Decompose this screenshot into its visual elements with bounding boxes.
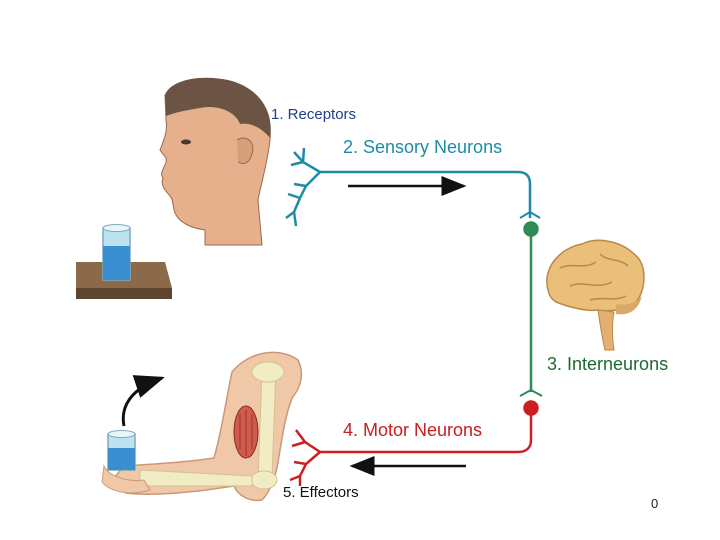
movement-arrow — [123, 378, 162, 426]
head-illustration — [160, 78, 271, 245]
receptors-label: 1. Receptors — [271, 107, 356, 122]
effectors-label: 5. Effectors — [283, 485, 359, 500]
brain-illustration — [547, 240, 644, 350]
glass-on-table-illustration — [76, 225, 172, 300]
motor-neurons-label: 4. Motor Neurons — [343, 421, 482, 439]
glass-in-hand-illustration — [102, 431, 150, 493]
motor-neuron-pathway — [290, 402, 538, 487]
interneurons-label: 3. Interneurons — [547, 355, 668, 373]
interneuron-pathway — [520, 236, 542, 396]
sensory-neurons-label: 2. Sensory Neurons — [343, 138, 502, 156]
page-number: 0 — [651, 497, 658, 510]
arm-illustration — [114, 352, 301, 500]
sensory-neuron-pathway — [286, 148, 540, 236]
